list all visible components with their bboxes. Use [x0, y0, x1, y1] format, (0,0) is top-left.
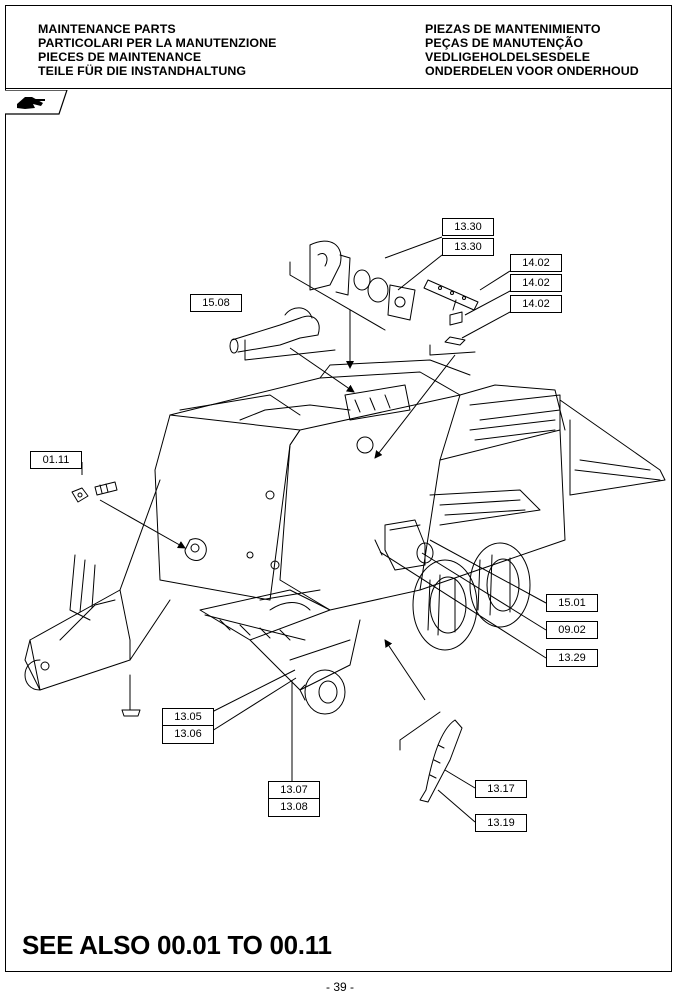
callout-14-02-a[interactable]: 14.02: [510, 254, 562, 272]
callout-13-05[interactable]: 13.05: [162, 708, 214, 726]
leader-lines: [81, 236, 547, 823]
callout-09-02[interactable]: 09.02: [546, 621, 598, 639]
callout-15-08[interactable]: 15.08: [190, 294, 242, 312]
knife-detail: [399, 711, 463, 803]
section-tab: [5, 90, 68, 115]
callout-14-02-c[interactable]: 14.02: [510, 295, 562, 313]
title-fr: PIECES DE MAINTENANCE: [38, 50, 202, 64]
page-frame: [5, 5, 672, 972]
see-also-note: SEE ALSO 00.01 TO 00.11: [22, 930, 332, 960]
title-de: TEILE FÜR DIE INSTANDHALTUNG: [38, 64, 247, 78]
callout-13-07[interactable]: 13.07: [268, 781, 320, 799]
pickup-wheel: [299, 669, 346, 715]
callout-13-06[interactable]: 13.06: [162, 726, 214, 744]
title-it: PARTICOLARI PER LA MANUTENZIONE: [38, 36, 277, 50]
bale-chute: [559, 399, 666, 496]
handle-detail: [229, 307, 336, 361]
callout-14-02-b[interactable]: 14.02: [510, 274, 562, 292]
title-da: VEDLIGEHOLDELSESDELE: [425, 50, 591, 64]
header-titles-left: MAINTENANCE PARTS PARTICOLARI PER LA MAN…: [38, 22, 277, 78]
callout-13-30-a[interactable]: 13.30: [442, 218, 494, 236]
title-pt: PEÇAS DE MANUTENÇÃO: [425, 36, 584, 50]
baler-body: [154, 359, 566, 611]
tandem-wheels: [412, 542, 531, 651]
page-number: - 39 -: [325, 980, 354, 994]
callout-01-11[interactable]: 01.11: [30, 451, 82, 469]
flywheel-gearbox: [374, 519, 434, 571]
title-es: PIEZAS DE MANTENIMIENTO: [425, 22, 601, 36]
callout-13-19[interactable]: 13.19: [475, 814, 527, 832]
callout-13-17[interactable]: 13.17: [475, 780, 527, 798]
header-titles-right: PIEZAS DE MANTENIMIENTO PEÇAS DE MANUTEN…: [425, 22, 639, 78]
callout-13-30-b[interactable]: 13.30: [442, 238, 494, 256]
bolt-detail: [71, 481, 118, 503]
pickup: [199, 589, 361, 691]
callout-15-01[interactable]: 15.01: [546, 594, 598, 612]
knotter-assembly: [344, 384, 411, 454]
callout-13-08[interactable]: 13.08: [268, 799, 320, 817]
cam-detail: [289, 240, 416, 331]
title-nl: ONDERDELEN VOOR ONDERHOUD: [425, 64, 639, 78]
plate-detail: [423, 279, 479, 356]
callout-13-29[interactable]: 13.29: [546, 649, 598, 667]
hand-pointer-icon: [17, 97, 45, 109]
header-divider: [5, 88, 672, 89]
drawbar: [24, 479, 207, 717]
title-en: MAINTENANCE PARTS: [38, 22, 176, 36]
